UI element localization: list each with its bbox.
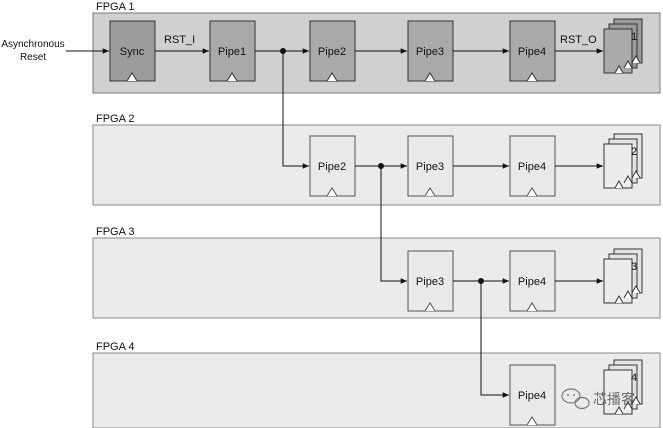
f2-pipe2-label: Pipe2 (318, 161, 346, 173)
fpga3-panel (92, 237, 661, 319)
fpga4-panel (92, 352, 661, 428)
fpga2-label: FPGA 2 (96, 113, 135, 125)
f2-pipe2-register: Pipe2 (309, 135, 356, 197)
async-reset-label-line1: Asynchronous (1, 39, 64, 50)
sync-register: Sync (109, 20, 156, 82)
f2-pipe3-label: Pipe3 (416, 161, 444, 173)
chat-bubble-icon (561, 388, 590, 410)
watermark-text: 芯播客 (593, 391, 635, 408)
f3-pipe3-register: Pipe3 (407, 250, 454, 312)
output-stack-4: 4 (603, 359, 643, 415)
f3-pipe3-label: Pipe3 (416, 276, 444, 288)
fpga4-label: FPGA 4 (96, 341, 135, 353)
fpga1-panel (92, 12, 661, 94)
output-stack-3: 3 (603, 248, 643, 304)
output-stack-4-label: 4 (631, 372, 637, 384)
fpga2-panel (92, 124, 661, 206)
f1-pipe2-label: Pipe2 (318, 46, 346, 58)
f4-pipe4-label: Pipe4 (518, 390, 546, 402)
f1-pipe4-label: Pipe4 (518, 46, 546, 58)
f2-pipe4-label: Pipe4 (518, 161, 546, 173)
f1-to-f2-route (282, 51, 309, 169)
output-stack-2-label: 2 (631, 146, 637, 158)
f2-to-f3-route (380, 166, 407, 284)
rst-o-label: RST_O (560, 34, 597, 46)
watermark: 芯播客 (561, 388, 635, 410)
f1-pipe4-register: Pipe4 (509, 20, 556, 82)
f2-pipe4-register: Pipe4 (509, 135, 556, 197)
f1-pipe1-label: Pipe1 (218, 46, 246, 58)
fpga3-label: FPGA 3 (96, 226, 135, 238)
sync-register-label: Sync (120, 46, 145, 58)
f3-pipe4-label: Pipe4 (518, 276, 546, 288)
f1-pipe2-register: Pipe2 (309, 20, 356, 82)
rst-i-label: RST_I (164, 34, 195, 46)
output-stack-3-label: 3 (631, 261, 637, 273)
f1-pipe1-register: Pipe1 (209, 20, 256, 82)
f3-to-f4-route (480, 281, 509, 398)
f1-pipe3-label: Pipe3 (416, 46, 444, 58)
output-stack-1-label: 1 (631, 31, 637, 43)
fpga1-label: FPGA 1 (96, 1, 135, 13)
f1-pipe3-register: Pipe3 (407, 20, 454, 82)
f2-pipe3-register: Pipe3 (407, 135, 454, 197)
output-stack-1: 1 (603, 18, 643, 74)
async-reset-label-line2: Reset (20, 52, 46, 63)
output-stack-2: 2 (603, 133, 643, 189)
f3-pipe4-register: Pipe4 (509, 250, 556, 312)
f4-pipe4-register: Pipe4 (509, 364, 556, 426)
